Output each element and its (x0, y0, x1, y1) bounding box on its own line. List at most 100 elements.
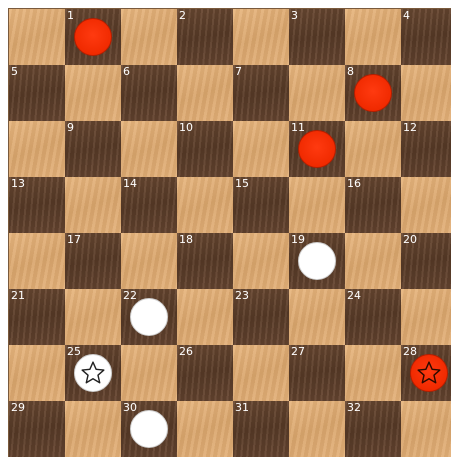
white-king-piece[interactable] (74, 354, 112, 392)
square-number: 21 (11, 289, 25, 302)
board-square-light (177, 289, 233, 345)
square-number: 11 (291, 121, 305, 134)
square-number: 2 (179, 9, 186, 22)
board-square-7[interactable]: 7 (233, 65, 289, 121)
square-number: 7 (235, 65, 242, 78)
board-square-light (65, 289, 121, 345)
board-square-28[interactable]: 28 (401, 345, 451, 401)
board-square-8[interactable]: 8 (345, 65, 401, 121)
board-square-light (65, 401, 121, 457)
board-square-22[interactable]: 22 (121, 289, 177, 345)
board-square-light (9, 233, 65, 289)
star-icon (416, 360, 442, 386)
red-piece[interactable] (298, 130, 336, 168)
board-square-light (345, 9, 401, 65)
square-number: 27 (291, 345, 305, 358)
square-number: 18 (179, 233, 193, 246)
star-icon (80, 360, 106, 386)
white-piece[interactable] (298, 242, 336, 280)
red-piece[interactable] (354, 74, 392, 112)
board-square-15[interactable]: 15 (233, 177, 289, 233)
board-square-3[interactable]: 3 (289, 9, 345, 65)
board-square-9[interactable]: 9 (65, 121, 121, 177)
board-square-light (401, 289, 451, 345)
board-square-light (177, 65, 233, 121)
board-square-light (121, 345, 177, 401)
board-square-17[interactable]: 17 (65, 233, 121, 289)
board-square-16[interactable]: 16 (345, 177, 401, 233)
board-square-light (289, 177, 345, 233)
board-square-light (345, 121, 401, 177)
board-square-light (65, 177, 121, 233)
board-square-light (345, 233, 401, 289)
square-number: 4 (403, 9, 410, 22)
board-square-light (9, 121, 65, 177)
board-square-light (401, 65, 451, 121)
square-number: 1 (67, 9, 74, 22)
board-square-light (9, 345, 65, 401)
board-square-30[interactable]: 30 (121, 401, 177, 457)
board-square-light (177, 177, 233, 233)
board-square-12[interactable]: 12 (401, 121, 451, 177)
square-number: 29 (11, 401, 25, 414)
board-square-11[interactable]: 11 (289, 121, 345, 177)
red-piece[interactable] (74, 18, 112, 56)
board-square-light (121, 233, 177, 289)
board-square-24[interactable]: 24 (345, 289, 401, 345)
square-number: 31 (235, 401, 249, 414)
square-number: 9 (67, 121, 74, 134)
board-square-13[interactable]: 13 (9, 177, 65, 233)
square-number: 3 (291, 9, 298, 22)
board-square-23[interactable]: 23 (233, 289, 289, 345)
board-square-light (401, 401, 451, 457)
board-square-light (121, 9, 177, 65)
board-square-20[interactable]: 20 (401, 233, 451, 289)
board-square-10[interactable]: 10 (177, 121, 233, 177)
board-square-25[interactable]: 25 (65, 345, 121, 401)
square-number: 20 (403, 233, 417, 246)
board-square-light (401, 177, 451, 233)
board-square-light (233, 345, 289, 401)
square-number: 13 (11, 177, 25, 190)
square-number: 10 (179, 121, 193, 134)
square-number: 22 (123, 289, 137, 302)
board-square-19[interactable]: 19 (289, 233, 345, 289)
board-square-light (233, 9, 289, 65)
board-square-5[interactable]: 5 (9, 65, 65, 121)
white-piece[interactable] (130, 298, 168, 336)
board-square-29[interactable]: 29 (9, 401, 65, 457)
square-number: 12 (403, 121, 417, 134)
board-square-light (233, 121, 289, 177)
board-square-1[interactable]: 1 (65, 9, 121, 65)
board-square-31[interactable]: 31 (233, 401, 289, 457)
board-square-21[interactable]: 21 (9, 289, 65, 345)
board-square-14[interactable]: 14 (121, 177, 177, 233)
board-square-light (65, 65, 121, 121)
square-number: 23 (235, 289, 249, 302)
red-king-piece[interactable] (410, 354, 448, 392)
board-square-26[interactable]: 26 (177, 345, 233, 401)
board-square-light (345, 345, 401, 401)
square-number: 16 (347, 177, 361, 190)
board-square-6[interactable]: 6 (121, 65, 177, 121)
square-number: 32 (347, 401, 361, 414)
board-square-27[interactable]: 27 (289, 345, 345, 401)
square-number: 28 (403, 345, 417, 358)
board-square-4[interactable]: 4 (401, 9, 451, 65)
board-square-18[interactable]: 18 (177, 233, 233, 289)
square-number: 15 (235, 177, 249, 190)
square-number: 19 (291, 233, 305, 246)
board-square-light (289, 289, 345, 345)
square-number: 14 (123, 177, 137, 190)
square-number: 17 (67, 233, 81, 246)
board-square-light (177, 401, 233, 457)
board-square-light (289, 401, 345, 457)
board-square-32[interactable]: 32 (345, 401, 401, 457)
board-square-2[interactable]: 2 (177, 9, 233, 65)
square-number: 25 (67, 345, 81, 358)
square-number: 6 (123, 65, 130, 78)
white-piece[interactable] (130, 410, 168, 448)
square-number: 24 (347, 289, 361, 302)
board-square-light (121, 121, 177, 177)
square-number: 26 (179, 345, 193, 358)
